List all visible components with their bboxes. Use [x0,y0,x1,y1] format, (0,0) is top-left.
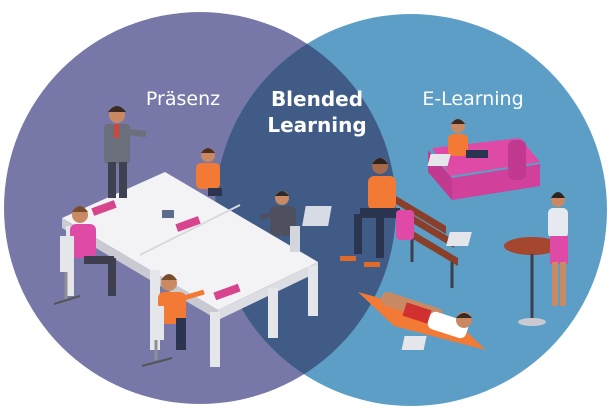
participant-figure [259,191,300,252]
participant-figure [141,274,205,367]
towel-with-person [358,292,486,350]
presence-label: Präsenz [145,88,221,110]
sofa-with-person [427,119,540,200]
elearning-label: E-Learning [422,88,524,110]
elearning-scene [302,119,568,350]
participant-figure [196,148,222,196]
blended-learning-label: Blended Learning [252,86,382,138]
meeting-scene [53,106,318,367]
participant-figure [53,206,116,305]
book-icon [91,200,117,216]
meeting-table [62,172,318,310]
presenter-figure [104,106,147,198]
blended-label-line2: Learning [267,113,367,137]
bench-with-person [302,158,458,288]
blended-label-line1: Blended [270,87,364,111]
cafe-table-with-person [446,192,568,326]
